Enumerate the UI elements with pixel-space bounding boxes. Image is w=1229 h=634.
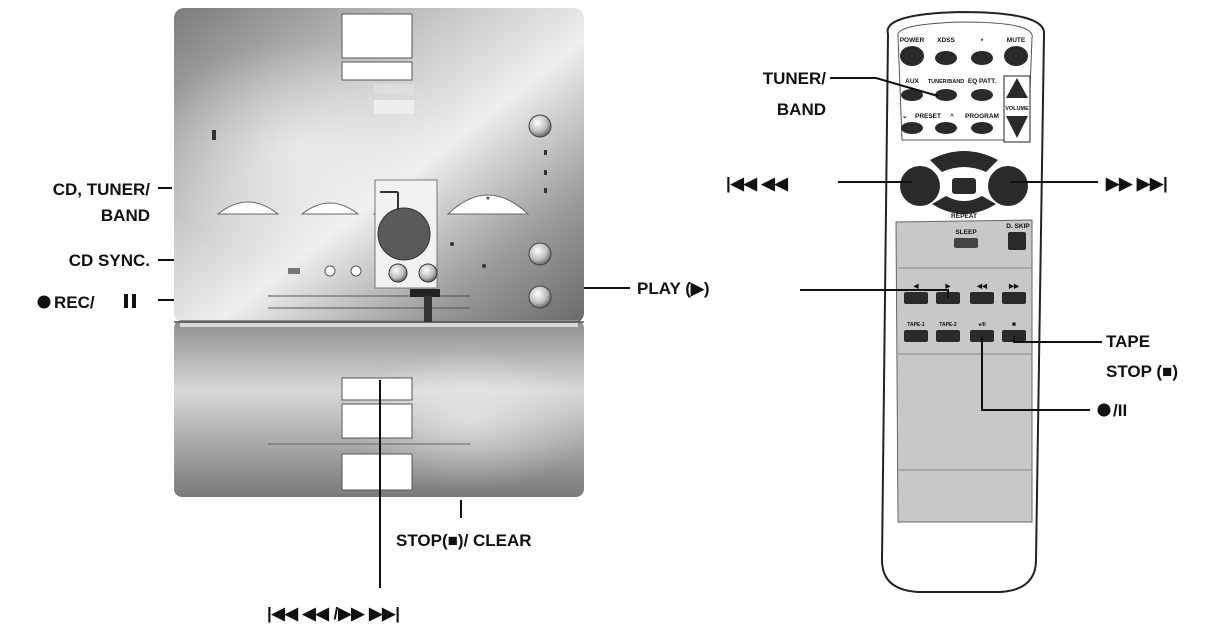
remote-rec-pause-label: ●/II	[978, 322, 986, 328]
remote-sleep-button[interactable]	[954, 238, 978, 248]
lower-window-3	[342, 454, 412, 490]
label-cd-sync: CD SYNC.	[69, 251, 150, 270]
remote-label-aux: AUX	[905, 78, 919, 85]
cd-play-button[interactable]	[389, 264, 407, 282]
remote-tape1-button[interactable]	[904, 330, 928, 342]
label-rec-pause-text: REC/	[54, 293, 95, 312]
remote-tape-stop-label: ■	[1012, 321, 1016, 328]
remote-eq-patt-button[interactable]	[971, 89, 993, 101]
remote-tape-rew-label: ◀◀	[976, 283, 988, 290]
remote-label-tuner-band: TUNER/BAND	[928, 79, 964, 85]
cd-stop-knob[interactable]	[419, 264, 437, 282]
svg-text:★: ★	[485, 195, 490, 202]
power-knob[interactable]	[529, 115, 551, 137]
remote-label-repeat: REPEAT	[951, 213, 977, 220]
remote-label-power: POWER	[900, 37, 925, 44]
label-cd-tuner-band-line1: CD, TUNER/	[53, 180, 151, 199]
label-cd-tuner-band-line2: BAND	[101, 206, 150, 225]
remote-dskip-button[interactable]	[1008, 232, 1026, 250]
remote-label-xdss: XDSS	[937, 37, 955, 44]
label-remote-forward: ▶▶ ▶▶|	[1105, 174, 1168, 193]
remote-star-button[interactable]	[971, 51, 993, 65]
remote-tape-rew-button[interactable]	[970, 292, 994, 304]
lower-window-2	[342, 404, 412, 438]
record-dot-icon	[1098, 404, 1111, 417]
remote-label-sleep: SLEEP	[955, 229, 977, 236]
main-unit: ★	[150, 8, 590, 497]
cd-sync-knob[interactable]	[529, 243, 551, 265]
remote-mute-button[interactable]	[1004, 46, 1028, 66]
remote-label-volume: VOLUME	[1005, 106, 1029, 112]
remote-tape-ff-button[interactable]	[1002, 292, 1026, 304]
remote-tuner-band-button[interactable]	[935, 89, 957, 101]
remote-skip-back-button[interactable]	[900, 166, 940, 206]
label-tape-stop-line2: STOP (■)	[1106, 362, 1178, 381]
record-dot-icon	[38, 296, 51, 309]
label-remote-rewind: |◀◀ ◀◀	[726, 174, 789, 193]
cd-window	[378, 208, 430, 260]
label-tuner-band-line1: TUNER/	[763, 69, 827, 88]
remote-label-program: PROGRAM	[965, 113, 999, 120]
label-rec-pause-remote: /II	[1098, 401, 1128, 420]
remote-power-button[interactable]	[900, 46, 924, 66]
label-skip-search-bottom: |◀◀ ◀◀ /▶▶ ▶▶|	[267, 604, 400, 623]
remote-play-pause-button[interactable]	[952, 178, 976, 194]
remote-control: POWER XDSS * MUTE AUX TUNER/BAND EQ PATT…	[882, 12, 1044, 592]
chevron-down-icon: ⌄	[902, 113, 907, 120]
remote-preset-up-button[interactable]	[935, 122, 957, 134]
remote-skip-forward-button[interactable]	[988, 166, 1028, 206]
label-tape-stop-line1: TAPE	[1106, 332, 1150, 351]
label-play: PLAY (▶)	[637, 279, 710, 298]
remote-tape1-label: TAPE-1	[907, 322, 925, 328]
chevron-up-icon: ^	[950, 112, 954, 120]
remote-tape-ff-label: ▶▶	[1008, 283, 1020, 290]
remote-program-button[interactable]	[971, 122, 993, 134]
remote-tape-play-label: ▶	[945, 283, 952, 290]
pause-bar-icon-2	[132, 294, 136, 308]
remote-label-preset: PRESET	[915, 113, 941, 120]
label-stop-clear: STOP(■)/ CLEAR	[396, 531, 532, 550]
remote-label-dskip: D. SKIP	[1006, 223, 1030, 230]
pause-bar-icon-1	[124, 294, 128, 308]
label-rec-pause: REC/	[38, 293, 137, 312]
remote-tape-rev-play-label: ◀	[913, 283, 920, 290]
rec-knob[interactable]	[529, 286, 551, 308]
remote-tape-rev-play-button[interactable]	[904, 292, 928, 304]
remote-xdss-button[interactable]	[935, 51, 957, 65]
label-tuner-band-line2: BAND	[777, 100, 826, 119]
lower-window-1	[342, 378, 412, 400]
label-rec-pause-remote-text: /II	[1113, 401, 1127, 420]
remote-preset-down-button[interactable]	[901, 122, 923, 134]
remote-tape2-button[interactable]	[936, 330, 960, 342]
top-display-window	[342, 14, 412, 58]
remote-label-eq-patt: EQ PATT.	[968, 78, 996, 85]
remote-tape2-label: TAPE-2	[939, 322, 957, 328]
remote-label-mute: MUTE	[1007, 37, 1026, 44]
